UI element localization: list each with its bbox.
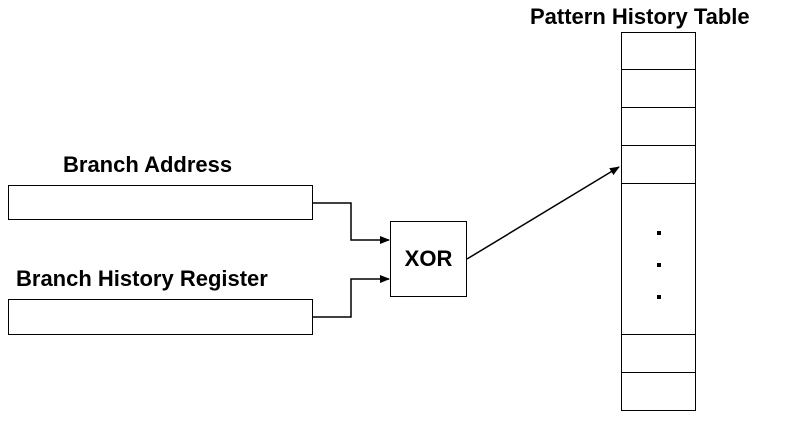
xor-to-table-arrow	[466, 166, 620, 260]
pht-row-divider	[622, 183, 695, 184]
pht-row-divider	[622, 145, 695, 146]
pattern-history-table	[621, 32, 696, 411]
xor-label: XOR	[404, 246, 453, 271]
address-to-xor-wire	[313, 202, 390, 244]
pattern-history-table-label: Pattern History Table	[530, 4, 750, 29]
ellipsis-dot	[657, 263, 661, 267]
pht-row-divider	[622, 107, 695, 108]
ellipsis-dot	[657, 231, 661, 235]
branch-history-register	[8, 299, 313, 335]
branch-address-register	[8, 185, 313, 220]
xor-box: XOR	[390, 221, 467, 297]
history-to-xor-wire	[313, 275, 390, 318]
pht-row-divider	[622, 334, 695, 335]
pht-row-divider	[622, 69, 695, 70]
branch-history-register-label: Branch History Register	[16, 266, 268, 291]
ellipsis-dot	[657, 295, 661, 299]
branch-address-label: Branch Address	[63, 152, 233, 177]
pht-row-divider	[622, 372, 695, 373]
